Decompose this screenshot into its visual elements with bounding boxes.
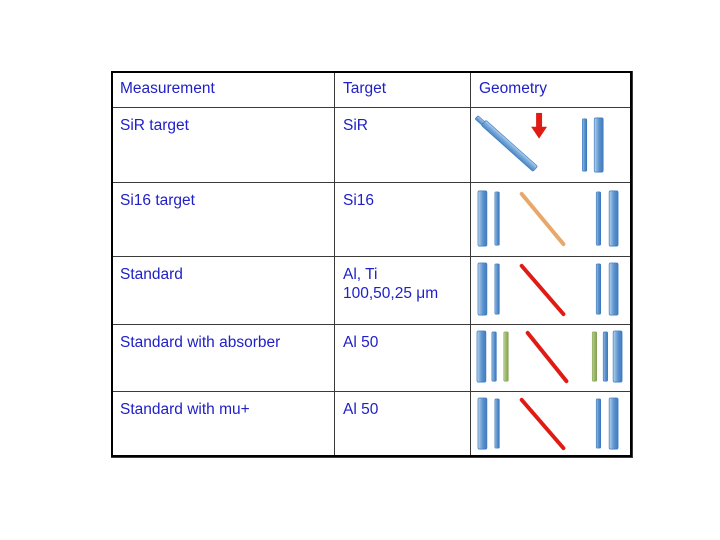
table-row: Standard Al, Ti 100,50,25 μm	[111, 256, 633, 325]
measurement-label: SiR target	[120, 117, 189, 134]
cell-measurement: Standard with absorber	[111, 324, 335, 392]
thin-blue-vertical-bar	[494, 398, 500, 449]
cell-geometry	[470, 107, 633, 183]
red-down-arrow-icon	[531, 112, 548, 139]
thin-blue-vertical-bar	[595, 191, 601, 246]
cell-target: Si16	[334, 182, 471, 257]
table-row: Standard with mu+ Al 50	[111, 391, 633, 458]
cell-measurement: Standard with mu+	[111, 391, 335, 458]
thick-blue-vertical-bar	[477, 190, 488, 247]
cell-target: SiR	[334, 107, 471, 183]
target-label: Si16	[343, 192, 375, 209]
header-cell-measurement: Measurement	[111, 71, 335, 108]
thin-blue-vertical-bar	[595, 398, 601, 449]
header-cell-geometry: Geometry	[470, 71, 633, 108]
red-diagonal-beam	[525, 330, 569, 384]
target-label: SiR	[343, 117, 368, 134]
header-label-geometry: Geometry	[479, 80, 548, 97]
header-cell-target: Target	[334, 71, 471, 108]
thick-blue-vertical-bar	[593, 117, 604, 173]
geometry-diagram-sir	[472, 109, 632, 182]
red-diagonal-beam	[519, 263, 566, 317]
cell-target: Al 50	[334, 391, 471, 458]
cell-measurement: SiR target	[111, 107, 335, 183]
geometry-diagram-muon	[472, 393, 632, 457]
cell-geometry	[470, 391, 633, 458]
cell-measurement: Standard	[111, 256, 335, 325]
thick-blue-vertical-bar	[608, 397, 619, 450]
table-row: Si16 target Si16	[111, 182, 633, 257]
green-absorber-bar	[591, 331, 598, 382]
thin-blue-vertical-bar	[494, 191, 500, 246]
table-row: Standard with absorber Al 50	[111, 324, 633, 392]
target-label: Al 50	[343, 334, 379, 351]
thick-blue-vertical-bar	[612, 330, 623, 383]
target-label: Al 50	[343, 401, 379, 418]
cell-target: Al, Ti 100,50,25 μm	[334, 256, 471, 325]
header-label-measurement: Measurement	[120, 80, 215, 97]
geometry-diagram-si16	[472, 184, 632, 256]
table-header-row: Measurement Target Geometry	[111, 71, 633, 108]
thin-blue-vertical-bar	[491, 331, 497, 382]
cell-measurement: Si16 target	[111, 182, 335, 257]
thin-blue-vertical-bar	[494, 263, 500, 315]
thick-blue-vertical-bar	[608, 190, 619, 247]
measurement-label: Standard with mu+	[120, 401, 250, 418]
thick-blue-diagonal-bar-group	[481, 120, 538, 172]
thick-blue-vertical-bar	[476, 330, 487, 383]
cell-geometry	[470, 182, 633, 257]
measurement-label: Standard	[120, 266, 183, 283]
geometry-diagram-standard	[472, 258, 632, 324]
orange-diagonal-beam	[519, 191, 566, 247]
thick-blue-vertical-bar	[608, 262, 619, 316]
measurement-label: Standard with absorber	[120, 334, 281, 351]
thick-blue-vertical-bar	[477, 262, 488, 316]
cell-geometry	[470, 324, 633, 392]
target-label: Al, Ti 100,50,25 μm	[343, 266, 439, 302]
thin-blue-vertical-bar	[602, 331, 608, 382]
measurement-label: Si16 target	[120, 192, 195, 209]
cell-geometry	[470, 256, 633, 325]
green-absorber-bar	[503, 331, 509, 382]
cell-target: Al 50	[334, 324, 471, 392]
red-diagonal-beam	[519, 397, 566, 451]
table-row: SiR target SiR	[111, 107, 633, 183]
header-label-target: Target	[343, 80, 387, 97]
geometry-diagram-absorber	[472, 326, 632, 391]
thin-blue-vertical-bar	[595, 263, 601, 315]
thick-blue-vertical-bar	[477, 397, 488, 450]
thin-blue-vertical-bar	[582, 118, 588, 172]
measurement-geometry-table: Measurement Target Geometry SiR target S…	[111, 71, 633, 458]
